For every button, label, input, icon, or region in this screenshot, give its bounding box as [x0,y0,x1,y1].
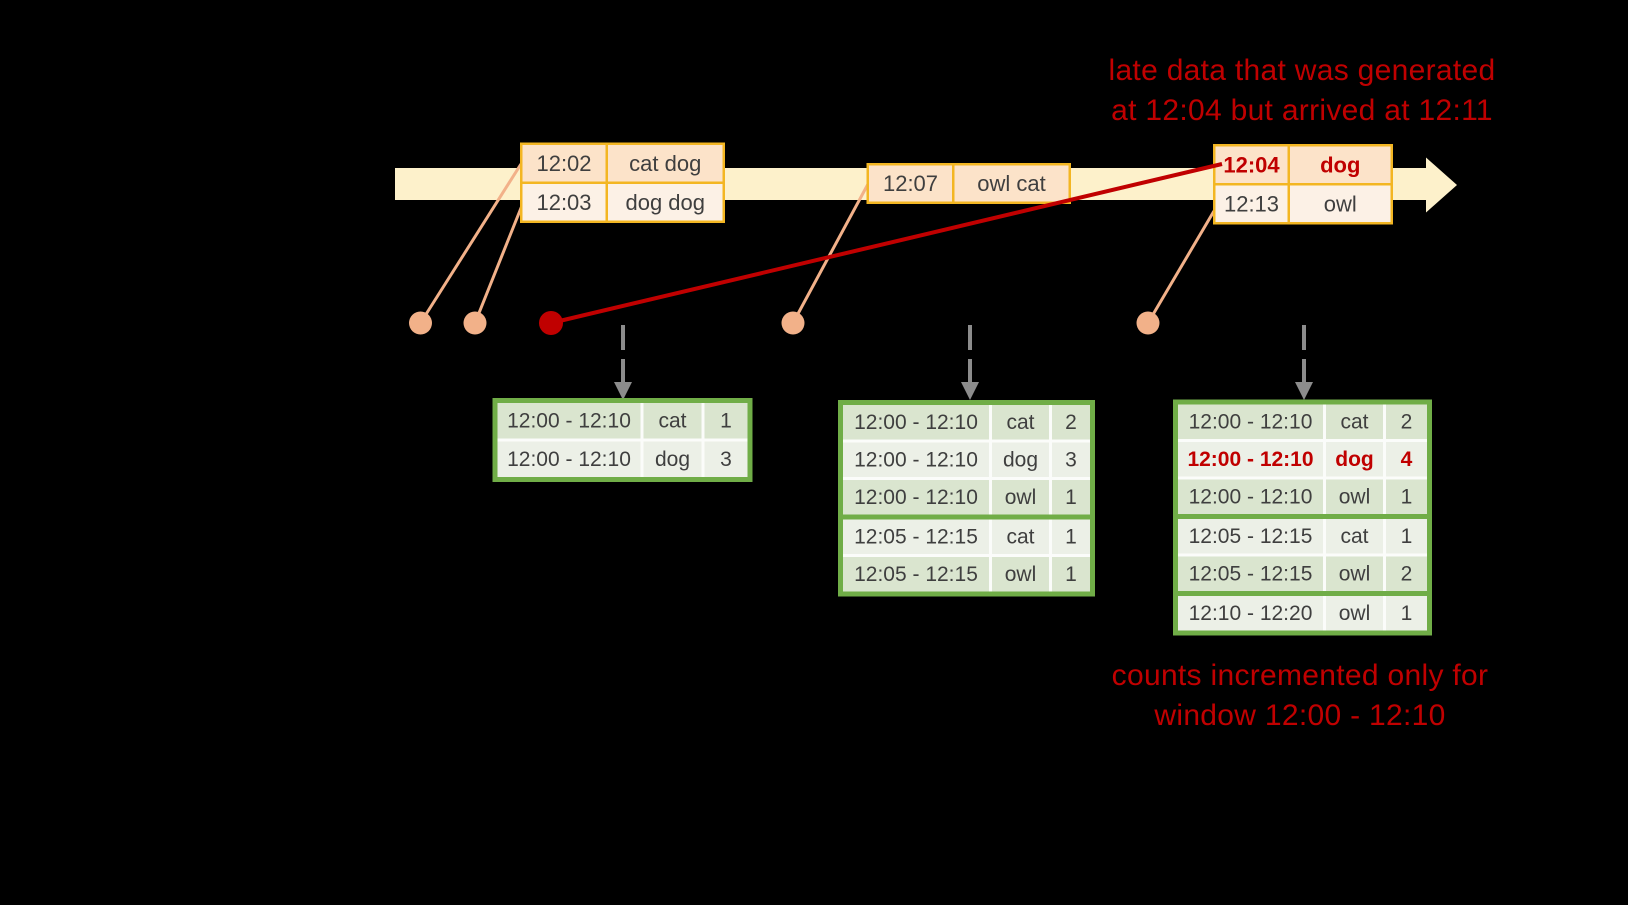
svg-text:cat: cat [1340,525,1368,548]
svg-text:owl: owl [1339,485,1371,508]
svg-text:2: 2 [1065,411,1077,434]
svg-text:12:07: 12:07 [883,171,938,196]
svg-text:12:05 - 12:15: 12:05 - 12:15 [854,525,978,548]
svg-text:at 12:04 but arrived at 12:11: at 12:04 but arrived at 12:11 [1111,94,1493,127]
svg-text:owl: owl [1324,191,1357,216]
svg-text:1: 1 [1401,525,1413,548]
svg-text:dog: dog [1003,448,1038,471]
svg-text:1: 1 [1065,525,1077,548]
svg-text:3: 3 [720,448,732,471]
svg-text:cat: cat [1340,410,1368,433]
svg-text:12:00 - 12:10: 12:00 - 12:10 [854,448,978,471]
svg-text:12:03: 12:03 [536,190,591,215]
svg-text:12:00 - 12:10: 12:00 - 12:10 [1189,410,1313,433]
svg-text:1: 1 [720,409,732,432]
svg-text:4: 4 [1401,448,1413,471]
svg-text:owl: owl [1339,602,1371,625]
svg-text:12:02: 12:02 [536,151,591,176]
svg-text:dog: dog [1335,448,1373,471]
svg-text:cat: cat [1006,525,1034,548]
svg-text:counts incremented only for: counts incremented only for [1112,659,1489,692]
svg-text:owl: owl [1339,562,1371,585]
svg-text:12:00 - 12:10: 12:00 - 12:10 [507,448,631,471]
svg-text:cat: cat [658,409,686,432]
svg-text:owl: owl [1005,486,1037,509]
svg-text:12:00 - 12:10: 12:00 - 12:10 [1187,448,1313,471]
svg-text:dog: dog [1320,152,1360,177]
svg-text:12:05 - 12:15: 12:05 - 12:15 [854,563,978,586]
svg-text:12:13: 12:13 [1224,191,1279,216]
svg-text:cat: cat [1006,411,1034,434]
svg-text:1: 1 [1065,563,1077,586]
svg-text:dog dog: dog dog [625,190,705,215]
svg-text:owl: owl [1005,563,1037,586]
svg-text:cat dog: cat dog [629,151,701,176]
svg-text:1: 1 [1401,602,1413,625]
svg-text:12:00 - 12:10: 12:00 - 12:10 [1189,485,1313,508]
svg-text:window 12:00 - 12:10: window 12:00 - 12:10 [1153,699,1445,732]
svg-text:12:10 - 12:20: 12:10 - 12:20 [1189,602,1313,625]
svg-text:1: 1 [1401,485,1413,508]
svg-text:late data that was generated: late data that was generated [1108,54,1495,87]
svg-text:dog: dog [655,448,690,471]
svg-text:12:05 - 12:15: 12:05 - 12:15 [1189,562,1313,585]
svg-text:12:05 - 12:15: 12:05 - 12:15 [1189,525,1313,548]
svg-text:owl cat: owl cat [977,171,1045,196]
svg-text:12:00 - 12:10: 12:00 - 12:10 [507,409,631,432]
svg-text:12:04: 12:04 [1223,152,1280,177]
svg-text:3: 3 [1065,448,1077,471]
svg-text:2: 2 [1401,410,1413,433]
svg-text:12:00 - 12:10: 12:00 - 12:10 [854,486,978,509]
svg-text:12:00 - 12:10: 12:00 - 12:10 [854,411,978,434]
svg-text:1: 1 [1065,486,1077,509]
svg-text:2: 2 [1401,562,1413,585]
